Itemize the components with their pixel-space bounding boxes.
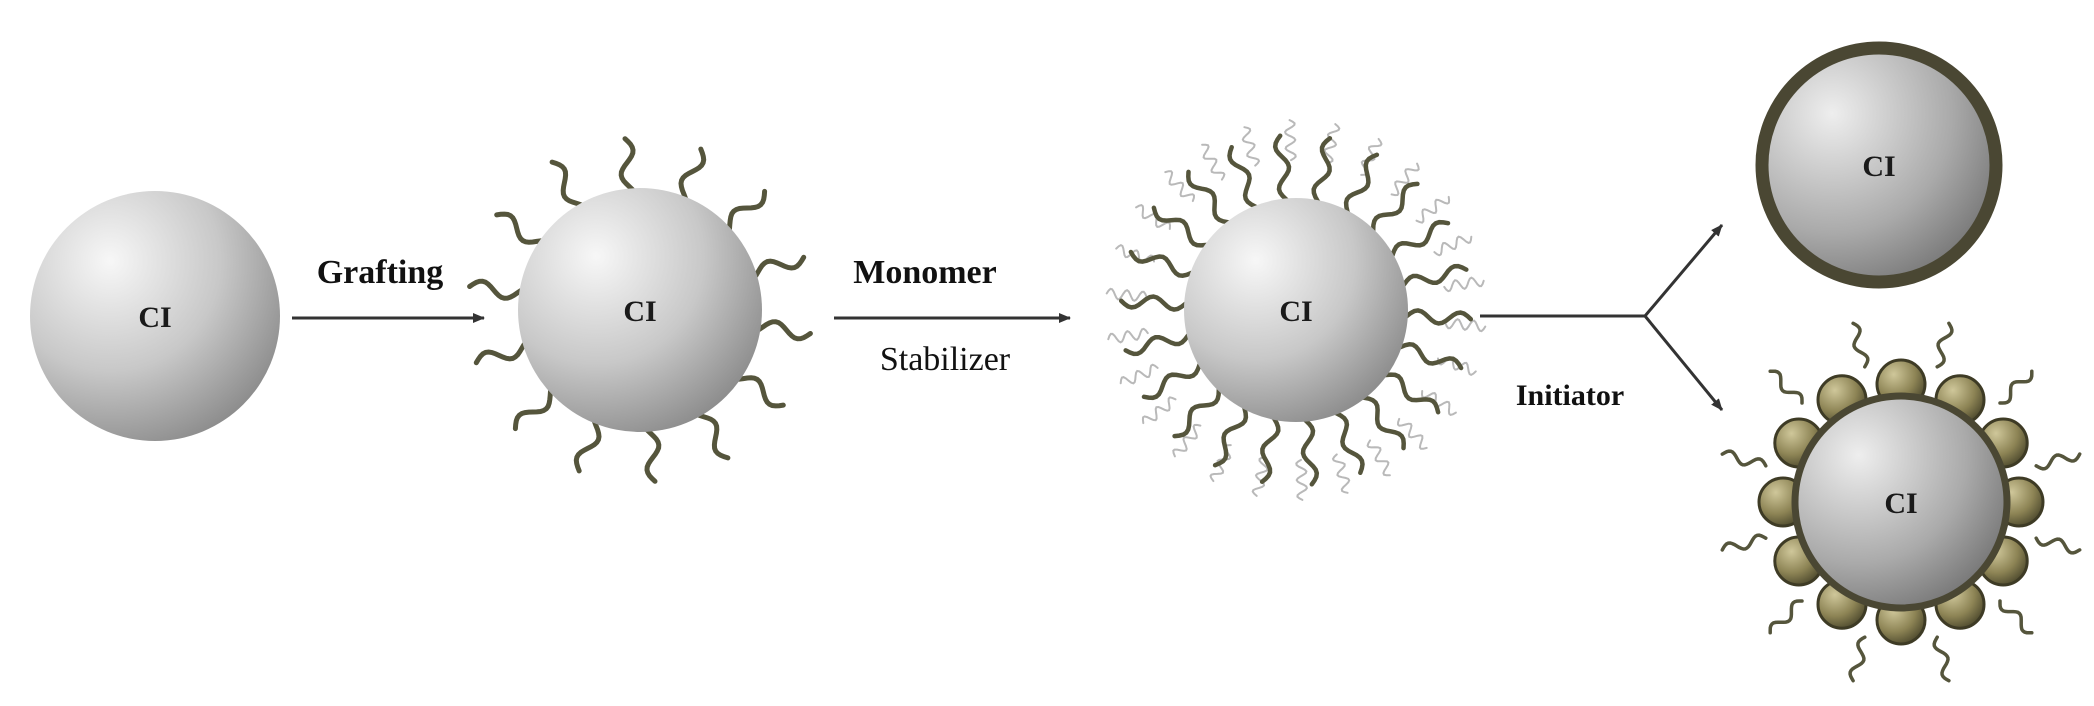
stabilizer-strand: [1201, 143, 1226, 181]
stabilizer-strand: [1283, 119, 1297, 162]
stabilizer-strand: [1119, 363, 1159, 385]
stabilizer-strand: [1251, 455, 1269, 497]
bead-polymer-tail: [1720, 449, 1768, 468]
initiator-arrow-up: [1643, 224, 1724, 317]
bead-polymer-tail: [1768, 599, 1804, 635]
bare-ci-label: CI: [138, 301, 171, 334]
stabilizer-strand: [1295, 458, 1309, 501]
stabilizer-strand: [1141, 396, 1177, 425]
stabilizer-strand: [1115, 243, 1155, 264]
bead-polymer-tail: [2034, 452, 2082, 471]
bead-polymer-tail: [1935, 321, 1954, 369]
grafted-ci-particle: CI: [467, 136, 813, 484]
bead-polymer-tail: [1851, 321, 1870, 369]
core-shell-ci-label: CI: [1862, 150, 1895, 183]
bead-polymer-tail: [1768, 369, 1804, 405]
stabilizer-strand: [1323, 123, 1341, 165]
bare-ci-particle: CI: [30, 191, 280, 441]
stabilizer-strand: [1390, 162, 1420, 197]
swollen-ci-label: CI: [1279, 295, 1312, 328]
stabilizer-strand: [1331, 453, 1351, 494]
bead-polymer-tail: [1932, 635, 1951, 683]
stabilizer-strand: [1172, 423, 1202, 458]
stabilizer-strand: [1415, 195, 1451, 224]
monomer-step: Monomer Stabilizer: [834, 254, 1071, 378]
stabilizer-strand: [1433, 235, 1473, 257]
swollen-ci-particle: CI: [1105, 119, 1487, 501]
raspberry-ci-label: CI: [1884, 487, 1917, 520]
stabilizer-strand: [1107, 327, 1149, 344]
initiator-label: Initiator: [1516, 379, 1624, 412]
initiator-step: Initiator: [1480, 224, 1724, 412]
monomer-label: Monomer: [853, 254, 997, 291]
core-shell-particle: CI: [1755, 41, 2003, 289]
stabilizer-strand: [1241, 126, 1261, 167]
bead-polymer-tail: [1848, 635, 1867, 683]
grafting-label: Grafting: [317, 254, 444, 291]
initiator-arrow-down: [1643, 315, 1724, 411]
stabilizer-strand: [1443, 276, 1485, 293]
stabilizer-strand: [1396, 417, 1428, 450]
bead-polymer-tail: [1998, 369, 2034, 405]
bead-polymer-tail: [1998, 599, 2034, 635]
stabilizer-strand: [1366, 439, 1391, 477]
stabilizer-label: Stabilizer: [880, 341, 1011, 378]
stabilizer-strand: [1105, 287, 1148, 302]
stabilizer-strand: [1444, 318, 1487, 333]
bead-polymer-tail: [2034, 536, 2082, 555]
stabilizer-strand: [1164, 170, 1196, 203]
stabilizer-strand: [1437, 356, 1477, 377]
raspberry-particle: CI: [1720, 321, 2082, 683]
grafted-ci-label: CI: [623, 295, 656, 328]
bead-polymer-tail: [1720, 533, 1768, 552]
grafting-step: Grafting: [292, 254, 485, 323]
